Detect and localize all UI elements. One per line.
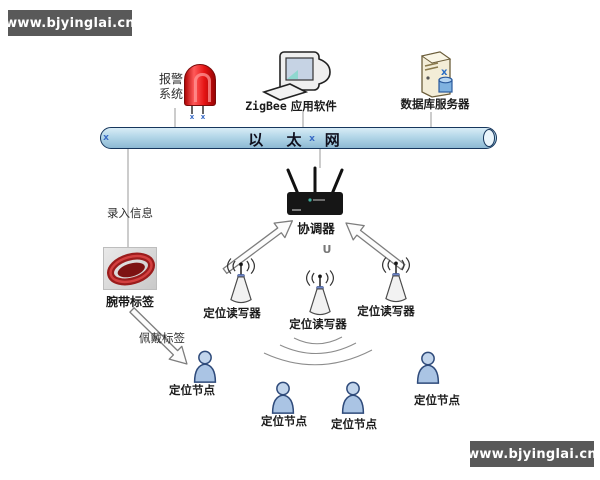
junction-mark: x bbox=[103, 133, 109, 143]
person-icon-node-4 bbox=[416, 351, 440, 384]
junction-mark: x bbox=[200, 113, 206, 121]
zigbee-app-label: ZigBee 应用软件 bbox=[245, 99, 337, 113]
watermark-banner-top: www.bjyinglai.cn bbox=[5, 10, 135, 36]
node-label-3: 定位节点 bbox=[331, 417, 377, 431]
led-leg bbox=[202, 106, 204, 114]
reader-label-left: 定位读写器 bbox=[203, 306, 261, 320]
reader-label-middle: 定位读写器 bbox=[289, 317, 347, 331]
database-server-label: 数据库服务器 bbox=[400, 97, 470, 111]
alarm-led-icon bbox=[184, 64, 216, 106]
database-server-icon: x bbox=[420, 51, 453, 98]
reader-icon-left bbox=[226, 258, 256, 304]
wear-tag-label: 佩戴标签 bbox=[139, 331, 185, 345]
coordinator-link-glyph: U bbox=[322, 243, 332, 256]
zigbee-label-cn: 应用软件 bbox=[290, 99, 337, 113]
led-leg bbox=[191, 106, 193, 114]
person-icon-node-1 bbox=[193, 350, 217, 383]
signal-arc-1 bbox=[293, 336, 343, 345]
coordinator-router-icon bbox=[286, 166, 344, 215]
wristband-photo bbox=[103, 247, 157, 290]
person-icon-node-2 bbox=[271, 381, 295, 414]
reader-icon-right bbox=[381, 257, 411, 303]
node-label-4: 定位节点 bbox=[414, 393, 460, 407]
reader-label-right: 定位读写器 bbox=[357, 304, 415, 318]
junction-mark: x bbox=[189, 113, 195, 121]
alarm-system-label: 报警 系统 bbox=[158, 72, 184, 101]
node-label-2: 定位节点 bbox=[261, 414, 307, 428]
wristband-icon bbox=[107, 252, 155, 286]
coordinator-label: 协调器 bbox=[297, 221, 335, 236]
computer-icon bbox=[261, 51, 331, 101]
person-icon-node-3 bbox=[341, 381, 365, 414]
reader-icon-middle bbox=[305, 270, 335, 316]
signal-arc-3 bbox=[263, 349, 373, 366]
node-label-1: 定位节点 bbox=[169, 383, 215, 397]
ethernet-label: 以 太 网 bbox=[248, 131, 349, 149]
zigbee-label-en: ZigBee bbox=[245, 99, 287, 113]
ethernet-bus: 以 太 网 bbox=[100, 127, 497, 149]
wristband-label: 腕带标签 bbox=[105, 295, 155, 309]
junction-mark: x bbox=[309, 134, 315, 144]
svg-text:x: x bbox=[441, 67, 448, 78]
ethernet-pipe-cap bbox=[483, 129, 495, 147]
signal-arc-2 bbox=[279, 342, 357, 354]
watermark-banner-bottom: www.bjyinglai.cn bbox=[467, 441, 597, 467]
enroll-info-label: 录入信息 bbox=[107, 206, 153, 220]
